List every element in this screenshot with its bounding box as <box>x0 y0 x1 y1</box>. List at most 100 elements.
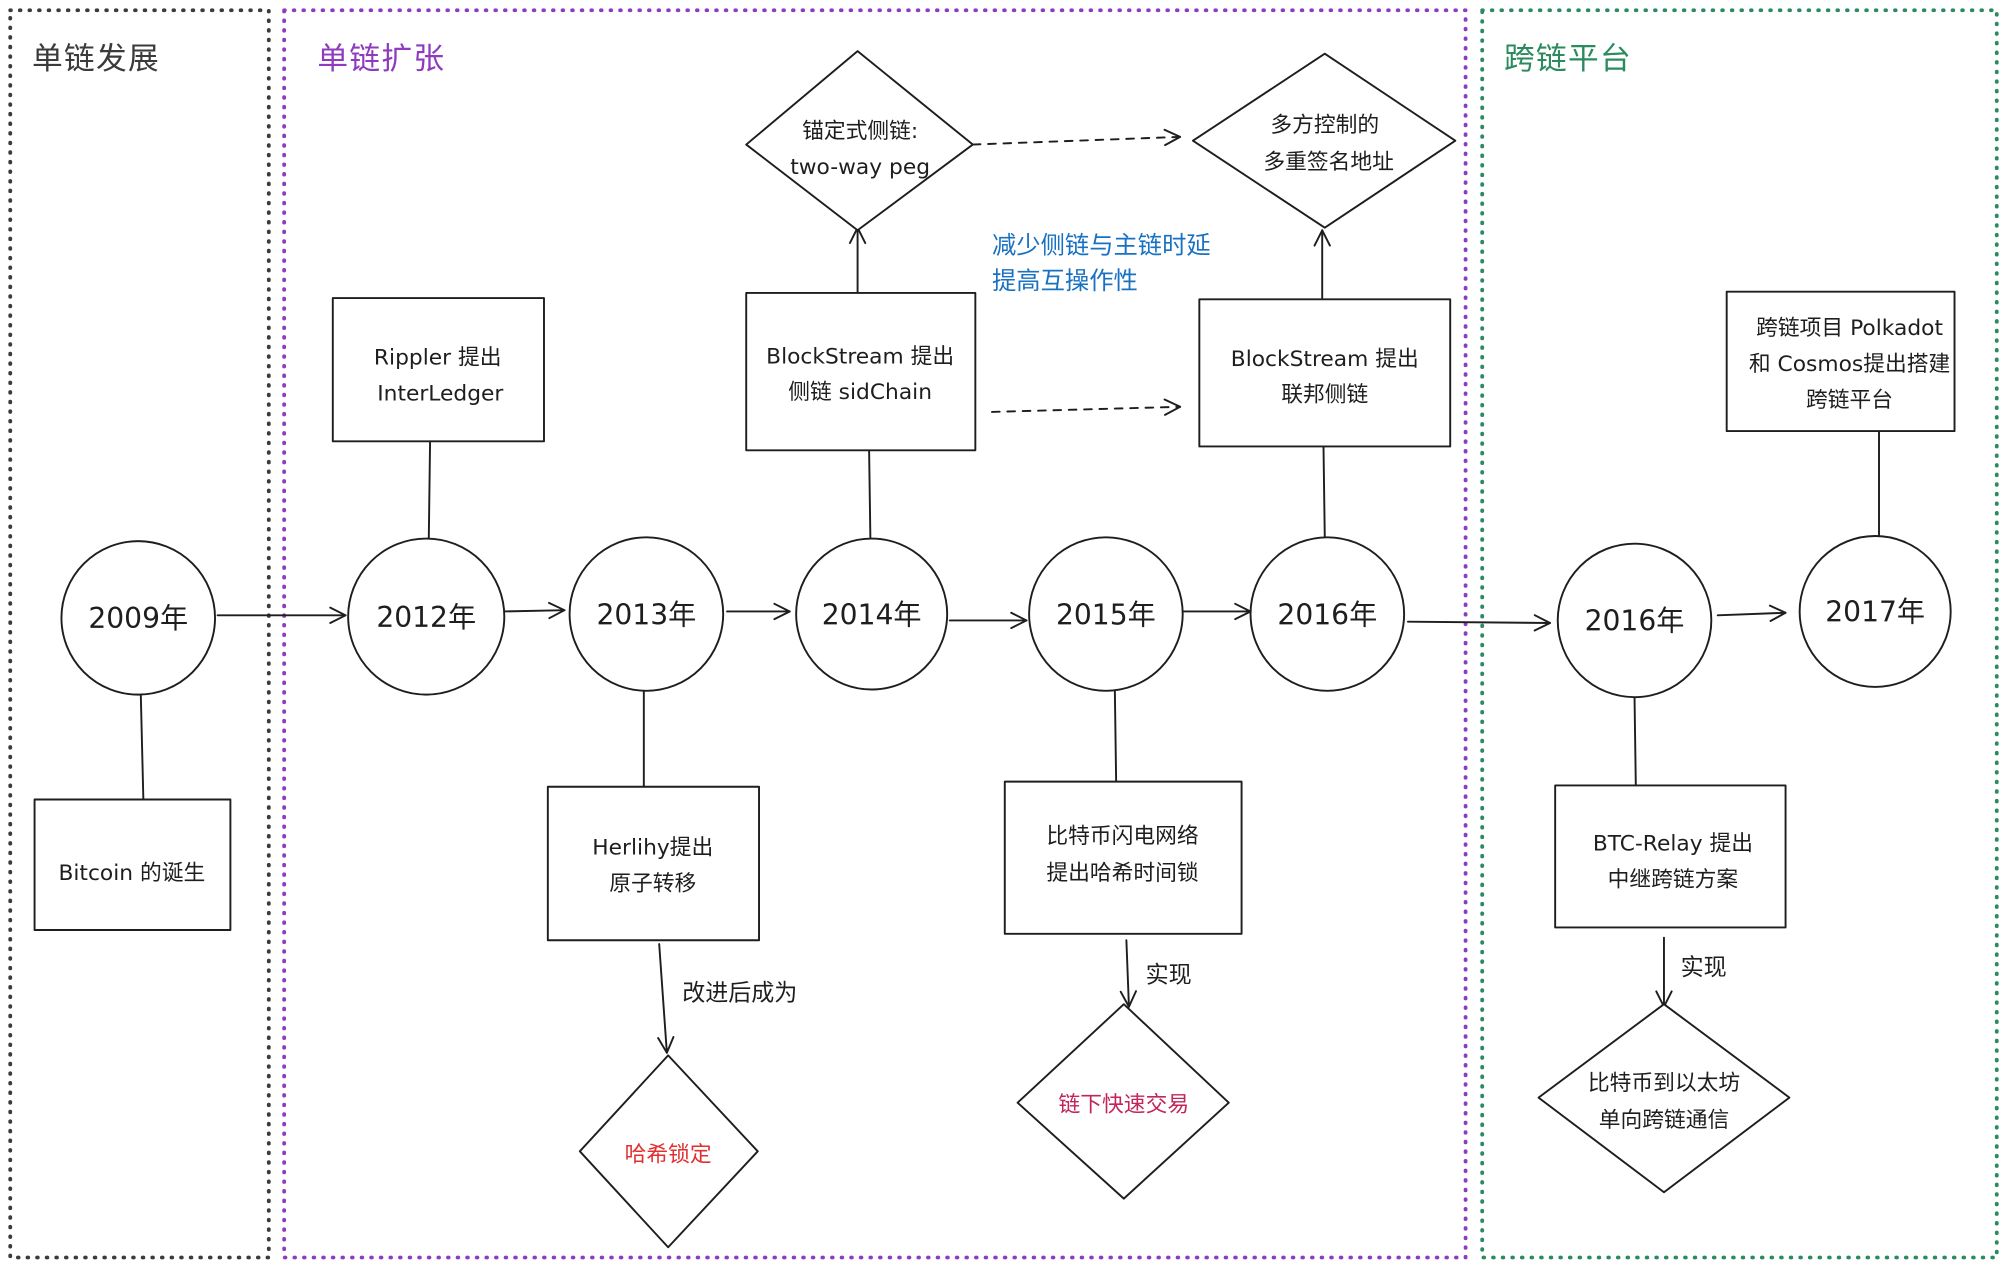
year-node-2016b: 2016年 <box>1556 542 1713 699</box>
year-node-2014: 2014年 <box>795 537 949 691</box>
annotation-line: 提高互操作性 <box>992 266 1138 295</box>
connector-2016b-btcrelay <box>1633 696 1637 787</box>
outcome-diamond-hash-lock: 哈希锁定 <box>578 1054 759 1249</box>
event-box <box>331 297 545 443</box>
connector-2014-sidechain <box>868 449 872 540</box>
event-text-line: 跨链项目 Polkadot <box>1756 316 1943 341</box>
event-text-line: Herlihy提出 <box>592 836 713 861</box>
event-text-line: 比特币闪电网络 <box>1046 824 1198 849</box>
event-box-btc-relay: BTC-Relay 提出 中继跨链方案 <box>1554 784 1787 929</box>
edge-label-realize: 实现 <box>1146 962 1192 988</box>
event-box-lightning: 比特币闪电网络 提出哈希时间锁 <box>1003 780 1243 935</box>
year-node-2012: 2012年 <box>347 537 506 696</box>
event-box-polkadot-cosmos: 跨链项目 Polkadot 和 Cosmos提出搭建 跨链平台 <box>1725 290 1956 433</box>
year-circle <box>1249 536 1406 692</box>
timeline-connectors <box>216 601 1787 632</box>
arrow-lightning-to-offchain <box>1119 939 1137 1008</box>
event-text-line: 跨链平台 <box>1806 388 1893 413</box>
dashed-arrow-twowaypeg-to-multisig <box>971 128 1182 147</box>
connector-2012-interledger <box>427 440 432 540</box>
section-title: 单链扩张 <box>317 41 445 77</box>
outcome-diamond-multisig: 多方控制的 多重签名地址 <box>1191 52 1457 229</box>
event-text-line: 联邦侧链 <box>1281 383 1368 408</box>
year-label: 2012年 <box>376 601 476 634</box>
connector-2016-federated <box>1322 445 1326 539</box>
dashed-arrow-sidechain-to-federated <box>991 398 1182 416</box>
outcome-diamond-btc-eth: 比特币到以太坊 单向跨链通信 <box>1537 1003 1791 1194</box>
year-node-2017: 2017年 <box>1798 535 1952 688</box>
outcome-text-line: 多方控制的 <box>1270 113 1379 138</box>
event-box-federated: BlockStream 提出 联邦侧链 <box>1198 298 1452 448</box>
arrow-herlihy-to-hashlock <box>657 943 675 1054</box>
year-circle <box>60 540 216 696</box>
year-label: 2014年 <box>822 598 922 631</box>
outcome-diamond <box>1191 52 1457 229</box>
event-text-line: 和 Cosmos提出搭建 <box>1749 352 1950 377</box>
event-text-line: InterLedger <box>377 381 503 406</box>
outcome-text-line: 锚定式侧链: <box>802 119 918 144</box>
annotation-sidechain-benefits: 减少侧链与主链时延 提高互操作性 <box>992 230 1211 295</box>
edge-label-realize: 实现 <box>1681 955 1727 981</box>
year-node-2013: 2013年 <box>568 536 725 692</box>
year-node-2015: 2015年 <box>1028 536 1184 692</box>
outcome-diamond <box>1537 1003 1791 1194</box>
year-circle <box>795 537 949 691</box>
event-text-line: Rippler 提出 <box>374 346 502 371</box>
year-label: 2017年 <box>1825 596 1925 629</box>
section-single-chain-expansion: 单链扩张 <box>282 8 1468 1260</box>
event-box-herlihy: Herlihy提出 原子转移 <box>546 785 760 942</box>
section-border <box>282 8 1468 1260</box>
year-label: 2016年 <box>1585 605 1685 638</box>
year-circle <box>1798 535 1952 688</box>
edge-label-improved: 改进后成为 <box>682 980 797 1006</box>
event-box <box>1198 298 1452 448</box>
event-box <box>1003 780 1243 935</box>
outcome-diamond-two-way-peg: 锚定式侧链: two-way peg <box>745 50 974 232</box>
annotation-line: 减少侧链与主链时延 <box>992 230 1211 259</box>
event-box <box>1725 290 1956 433</box>
event-text-line: Bitcoin 的诞生 <box>58 861 205 886</box>
outcome-text-line: 单向跨链通信 <box>1599 1108 1730 1133</box>
year-label: 2015年 <box>1056 598 1156 631</box>
event-box <box>33 798 232 931</box>
year-label: 2016年 <box>1277 598 1377 631</box>
event-box <box>745 291 977 452</box>
outcome-text-line: 哈希锁定 <box>625 1143 712 1168</box>
section-border <box>8 8 271 1260</box>
year-label: 2013年 <box>596 598 696 631</box>
outcome-text-line: two-way peg <box>790 155 930 180</box>
section-border <box>1480 8 1999 1260</box>
year-label: 2009年 <box>88 602 188 635</box>
outcome-text-line: 比特币到以太坊 <box>1588 1071 1740 1096</box>
event-box <box>546 785 760 942</box>
outcome-diamond <box>1016 1003 1230 1200</box>
year-circle <box>1556 542 1713 699</box>
section-cross-chain-platform: 跨链平台 <box>1480 8 1999 1260</box>
section-single-chain-development: 单链发展 <box>8 8 271 1260</box>
year-node-2009: 2009年 <box>60 540 216 696</box>
outcome-diamond-offchain-tx: 链下快速交易 <box>1016 1003 1230 1200</box>
outcome-text-line: 链下快速交易 <box>1059 1093 1190 1118</box>
event-text-line: 侧链 sidChain <box>788 380 932 405</box>
event-box-sidechain: BlockStream 提出 侧链 sidChain <box>745 291 977 452</box>
event-text-line: BlockStream 提出 <box>1231 347 1419 372</box>
arrow-2016b-to-2017 <box>1716 604 1787 622</box>
section-title: 跨链平台 <box>1504 41 1632 77</box>
year-circle <box>568 536 725 692</box>
event-text-line: 提出哈希时间锁 <box>1046 861 1198 886</box>
event-text-line: 原子转移 <box>609 871 696 896</box>
year-circle <box>1028 536 1184 692</box>
event-text-line: BTC-Relay 提出 <box>1593 832 1753 857</box>
connector-2015-lightning <box>1113 689 1118 783</box>
event-text-line: BlockStream 提出 <box>766 344 954 369</box>
section-title: 单链发展 <box>32 41 160 77</box>
year-circle <box>347 537 506 696</box>
arrow-2016-to-2016b <box>1407 614 1552 632</box>
event-box-bitcoin: Bitcoin 的诞生 <box>33 798 232 931</box>
event-text-line: 中继跨链方案 <box>1608 868 1739 893</box>
year-node-2016: 2016年 <box>1249 536 1406 692</box>
arrow-2012-to-2013 <box>502 601 566 620</box>
outcome-diamond <box>745 50 974 232</box>
event-connectors <box>139 128 1880 1054</box>
